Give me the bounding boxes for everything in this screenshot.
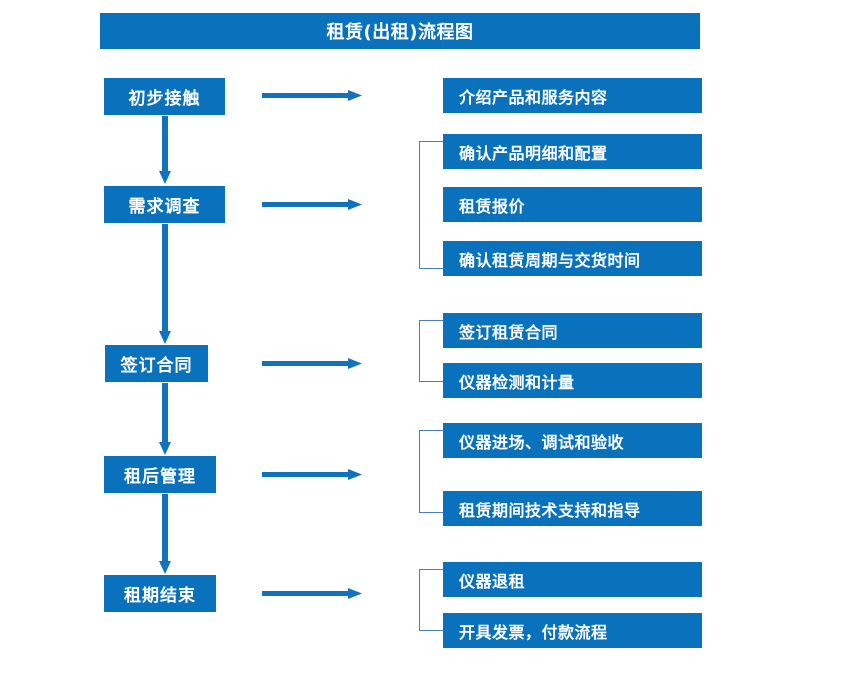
detail-box-label: 开具发票，付款流程 (459, 622, 608, 642)
bracket-connector (419, 430, 443, 513)
bracket-connector (419, 320, 443, 382)
detail-box[interactable]: 租赁报价 (443, 187, 702, 222)
detail-box-label: 确认产品明细和配置 (459, 143, 608, 163)
detail-box[interactable]: 仪器进场、调试和验收 (443, 423, 702, 458)
stage-box[interactable]: 租后管理 (104, 456, 216, 493)
horizontal-arrow-icon (262, 196, 362, 214)
detail-box[interactable]: 租赁期间技术支持和指导 (443, 491, 702, 526)
detail-box[interactable]: 签订租赁合同 (443, 313, 702, 348)
detail-box-label: 签订租赁合同 (459, 322, 559, 342)
vertical-arrow-icon (156, 116, 174, 184)
horizontal-arrow-icon (262, 466, 362, 484)
detail-box-label: 确认租赁周期与交货时间 (459, 250, 641, 270)
stage-box-label: 租期结束 (124, 586, 196, 606)
detail-box-label: 仪器进场、调试和验收 (459, 432, 625, 452)
bracket-connector (419, 569, 443, 631)
stage-box[interactable]: 签订合同 (105, 345, 208, 382)
vertical-arrow-icon (156, 494, 174, 574)
stage-box-label: 初步接触 (128, 89, 201, 109)
stage-box[interactable]: 初步接触 (104, 78, 225, 115)
vertical-arrow-icon (156, 224, 174, 344)
detail-box-label: 仪器退租 (459, 571, 526, 591)
stage-box-label: 需求调查 (128, 197, 201, 217)
page-title: 租赁(出租)流程图 (100, 13, 700, 49)
detail-box-label: 介绍产品和服务内容 (459, 87, 608, 107)
stage-box[interactable]: 需求调查 (104, 186, 225, 223)
detail-box[interactable]: 开具发票，付款流程 (443, 613, 702, 648)
horizontal-arrow-icon (262, 87, 362, 105)
detail-box[interactable]: 确认租赁周期与交货时间 (443, 241, 702, 276)
detail-box[interactable]: 仪器检测和计量 (443, 363, 702, 398)
detail-box[interactable]: 确认产品明细和配置 (443, 134, 702, 169)
detail-box[interactable]: 仪器退租 (443, 562, 702, 597)
stage-box[interactable]: 租期结束 (104, 575, 216, 612)
stage-box-label: 租后管理 (124, 467, 196, 487)
horizontal-arrow-icon (262, 585, 362, 603)
stage-box-label: 签订合同 (120, 356, 193, 376)
detail-box-label: 仪器检测和计量 (459, 372, 575, 392)
bracket-connector (419, 141, 443, 269)
detail-box-label: 租赁报价 (459, 196, 526, 216)
vertical-arrow-icon (156, 383, 174, 455)
detail-box-label: 租赁期间技术支持和指导 (459, 500, 641, 520)
detail-box[interactable]: 介绍产品和服务内容 (443, 78, 702, 113)
horizontal-arrow-icon (262, 355, 362, 373)
